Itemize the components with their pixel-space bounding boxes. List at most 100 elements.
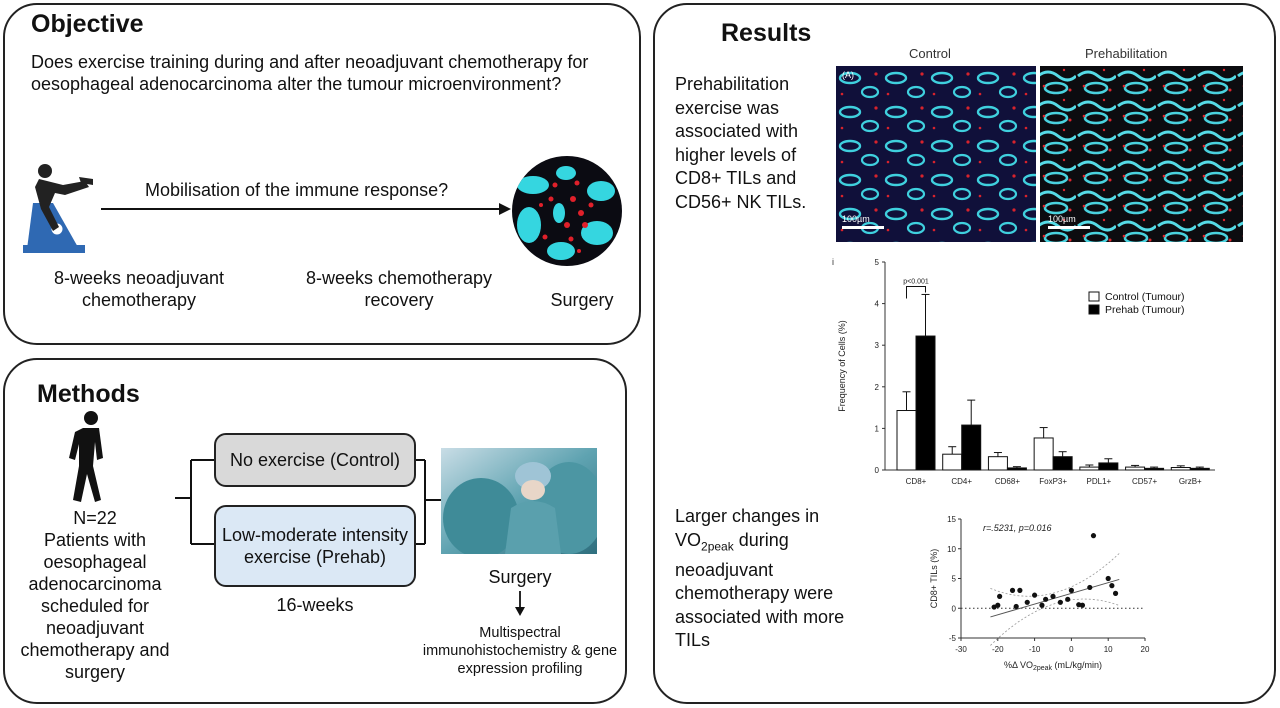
y-tick-label: 4 — [875, 300, 880, 309]
x-tick-label: 10 — [1104, 645, 1113, 654]
correlation-annotation: r=.5231, p=0.016 — [983, 523, 1052, 533]
y-tick-label: 2 — [875, 383, 880, 392]
control-group-label: No exercise (Control) — [229, 450, 401, 470]
y-tick-label: 1 — [875, 424, 880, 433]
prehab-group-box: Low-moderate intensity exercise (Prehab) — [214, 505, 416, 587]
scatter-point — [1009, 587, 1016, 593]
walking-person-icon — [69, 411, 103, 502]
finding-vo2peak: Larger changes in VO2peak during neoadju… — [675, 505, 845, 653]
confidence-band-upper — [990, 553, 1120, 597]
significance-bracket — [906, 285, 926, 299]
bar-prehab-2 — [1006, 467, 1027, 471]
stage-recovery: 8-weeks chemotherapy recovery — [305, 268, 493, 310]
legend-label: Control (Tumour) — [1105, 291, 1185, 303]
legend-swatch — [1088, 304, 1100, 315]
significance-label: p<0.001 — [903, 278, 929, 285]
bar-prehab-1 — [961, 424, 982, 471]
image-label-control: Control — [909, 46, 951, 61]
sample-size: N=22 — [73, 508, 117, 528]
stage-chemotherapy: 8-weeks neoadjuvant chemotherapy — [53, 268, 225, 310]
y-tick-label: 5 — [875, 258, 880, 267]
y-tick-label: 0 — [875, 466, 880, 475]
bar-control-0 — [896, 410, 917, 471]
scatter-point — [1013, 603, 1019, 610]
scatter-point — [997, 593, 1003, 599]
tumour-micrograph-icon — [512, 156, 622, 266]
objective-panel: Objective Does exercise training during … — [3, 3, 641, 345]
prehab-group-label: Low-moderate intensity exercise (Prehab) — [221, 525, 409, 567]
stage-surgery: Surgery — [550, 290, 614, 310]
scatter-point — [1090, 533, 1097, 539]
y-tick-label: -5 — [949, 634, 957, 643]
bar-prehab-0 — [915, 335, 936, 471]
correlation-p: p=0.016 — [1018, 523, 1052, 533]
y-axis-label: CD8+ TILs (%) — [929, 549, 939, 609]
scatter-point — [1112, 590, 1119, 596]
x-tick-label: CD8+ — [906, 477, 927, 486]
finding-vo2peak-prefix: Larger changes in VO — [675, 506, 820, 550]
methods-panel: Methods N=22 Patients with oesophageal a… — [3, 358, 627, 704]
patients-description: Patients with oesophageal adenocarcinoma… — [20, 530, 170, 682]
scatter-point — [1105, 575, 1111, 582]
objective-title: Objective — [31, 10, 144, 38]
scatter-point — [1050, 593, 1056, 599]
methods-surgery: Surgery — [488, 567, 552, 587]
down-arrow-icon — [515, 591, 525, 616]
surgery-photo — [441, 448, 597, 554]
scale-bar-label-control: 100µm — [842, 214, 870, 224]
bar-control-4 — [1079, 466, 1100, 471]
scatter-point — [1043, 596, 1049, 602]
scale-bar-prehab — [1048, 226, 1090, 229]
bar-prehab-4 — [1098, 462, 1119, 471]
bar-control-5 — [1125, 466, 1146, 471]
bar-prehab-3 — [1052, 456, 1073, 471]
scatter-point — [1057, 599, 1063, 605]
x-tick-label: 20 — [1141, 645, 1150, 654]
scatter-point — [1032, 592, 1038, 598]
y-tick-label: 5 — [952, 575, 957, 584]
y-tick-label: 10 — [947, 545, 956, 554]
x-axis-label-subscript: 2peak — [1033, 665, 1053, 672]
legend-swatch — [1088, 291, 1100, 302]
y-tick-label: 0 — [952, 604, 957, 613]
x-tick-label: CD4+ — [951, 477, 972, 486]
chart-corner-mark: i — [832, 257, 834, 267]
x-axis-label-suffix: (mL/kg/min) — [1052, 660, 1102, 670]
x-tick-label: 0 — [1069, 645, 1074, 654]
y-axis-label: Frequency of Cells (%) — [837, 320, 847, 412]
x-tick-label: GrzB+ — [1179, 477, 1202, 486]
bar-control-1 — [942, 453, 963, 471]
image-label-prehab: Prehabilitation — [1085, 46, 1168, 61]
y-tick-label: 3 — [875, 341, 880, 350]
scatter-point — [1017, 587, 1023, 593]
scatter-point — [1068, 587, 1074, 593]
finding-prehab-tils: Prehabilitation exercise was associated … — [675, 74, 807, 212]
analysis-methods: Multispectral immunohistochemistry & gen… — [422, 625, 618, 677]
scatter-point — [1109, 583, 1115, 589]
results-panel: Results Prehabilitation exercise was ass… — [653, 3, 1276, 704]
finding-vo2peak-suffix: during neoadjuvant chemotherapy were ass… — [675, 529, 845, 651]
control-group-box: No exercise (Control) — [214, 433, 416, 487]
exercise-bike-icon — [23, 164, 93, 253]
arrow-label: Mobilisation of the immune response? — [145, 180, 449, 200]
regression-line — [990, 578, 1120, 618]
scatter-point — [1087, 584, 1093, 591]
bar-control-3 — [1033, 437, 1054, 471]
scatter-point — [995, 602, 1001, 608]
scale-bar-label-prehab: 100µm — [1048, 214, 1076, 224]
x-axis-label: %Δ VO2peak (mL/kg/min) — [1004, 660, 1102, 672]
objective-question: Does exercise training during and after … — [31, 52, 589, 94]
x-tick-label: FoxP3+ — [1039, 477, 1067, 486]
scatter-point — [1024, 599, 1030, 605]
bar-prehab-6 — [1189, 467, 1210, 471]
x-tick-label: CD68+ — [995, 477, 1020, 486]
results-title: Results — [721, 19, 812, 47]
intervention-duration: 16-weeks — [276, 595, 354, 615]
x-tick-label: CD57+ — [1132, 477, 1157, 486]
x-tick-label: -30 — [955, 645, 967, 654]
legend-label: Prehab (Tumour) — [1105, 304, 1185, 316]
panel-tag: (A) — [842, 70, 854, 80]
y-tick-label: 15 — [947, 515, 956, 524]
scatter-point — [1065, 596, 1071, 602]
